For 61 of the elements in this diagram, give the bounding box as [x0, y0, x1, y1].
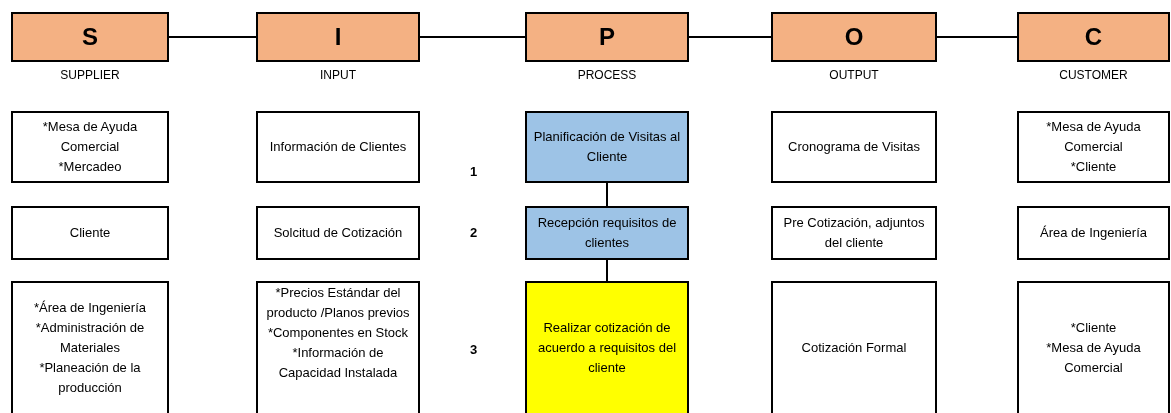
process-box [525, 111, 689, 183]
connector-line [606, 182, 608, 207]
text-box [256, 281, 420, 413]
box-text: *Componentes en Stock [267, 324, 409, 342]
header-box [11, 12, 169, 62]
box-text: Cronograma de Visitas [788, 138, 920, 156]
process-box [525, 281, 689, 413]
column-label: INPUT [319, 68, 357, 82]
column-label: SUPPLIER [59, 68, 121, 82]
box-text: *Mesa de Ayuda Comercial [41, 118, 139, 156]
box-text: Realizar cotización de acuerdo a requisitos del cliente [537, 319, 677, 377]
header-box [525, 12, 689, 62]
column-label: CUSTOMER [1058, 68, 1129, 82]
column-label: OUTPUT [828, 68, 880, 82]
box-text: *Cliente [1070, 319, 1117, 337]
box-text: *Precios Estándar del producto /Planos previos [265, 284, 411, 322]
box-text: Área de Ingeniería [1040, 224, 1147, 242]
text-box [771, 111, 937, 183]
box-text: Pre Cotización, adjuntos del cliente [782, 214, 926, 252]
connector-line [688, 36, 772, 38]
box-text: Información de Clientes [269, 138, 407, 156]
connector-line [419, 36, 526, 38]
connector-line [606, 259, 608, 282]
header-box [771, 12, 937, 62]
box-text: *Mesa de Ayuda Comercial [1045, 339, 1142, 377]
box-text: *Información de Capacidad Instalada [277, 344, 399, 382]
box-text: I [334, 27, 342, 47]
connector-line [936, 36, 1018, 38]
box-text: O [844, 27, 864, 47]
box-text: *Administración de Materiales [34, 319, 146, 357]
column-label: PROCESS [576, 68, 638, 82]
text-box [771, 206, 937, 260]
box-text: Cotización Formal [801, 339, 907, 357]
text-box [771, 281, 937, 413]
box-text: *Área de Ingeniería [34, 299, 146, 317]
box-text: Cliente [69, 224, 111, 242]
text-box [11, 111, 169, 183]
text-box [256, 111, 420, 183]
box-text: *Mesa de Ayuda Comercial [1045, 118, 1142, 156]
box-text: Recepción requisitos de clientes [536, 214, 678, 252]
box-text: S [82, 27, 98, 47]
step-number: 1 [470, 164, 478, 179]
header-box [1017, 12, 1170, 62]
header-box [256, 12, 420, 62]
connector-line [168, 36, 257, 38]
text-box [256, 206, 420, 260]
text-box [11, 281, 169, 413]
box-text: C [1084, 27, 1103, 47]
text-box [1017, 281, 1170, 413]
box-text: *Planeación de la producción [38, 359, 142, 397]
box-text: Planificación de Visitas al Cliente [532, 128, 682, 166]
text-box [11, 206, 169, 260]
box-text: *Cliente [1070, 158, 1117, 176]
text-box [1017, 111, 1170, 183]
box-text: Solcitud de Cotización [273, 224, 403, 242]
step-number: 2 [470, 225, 478, 240]
process-box [525, 206, 689, 260]
step-number: 3 [470, 342, 478, 357]
text-box [1017, 206, 1170, 260]
box-text: P [599, 27, 615, 47]
box-text: *Mercadeo [58, 158, 122, 176]
